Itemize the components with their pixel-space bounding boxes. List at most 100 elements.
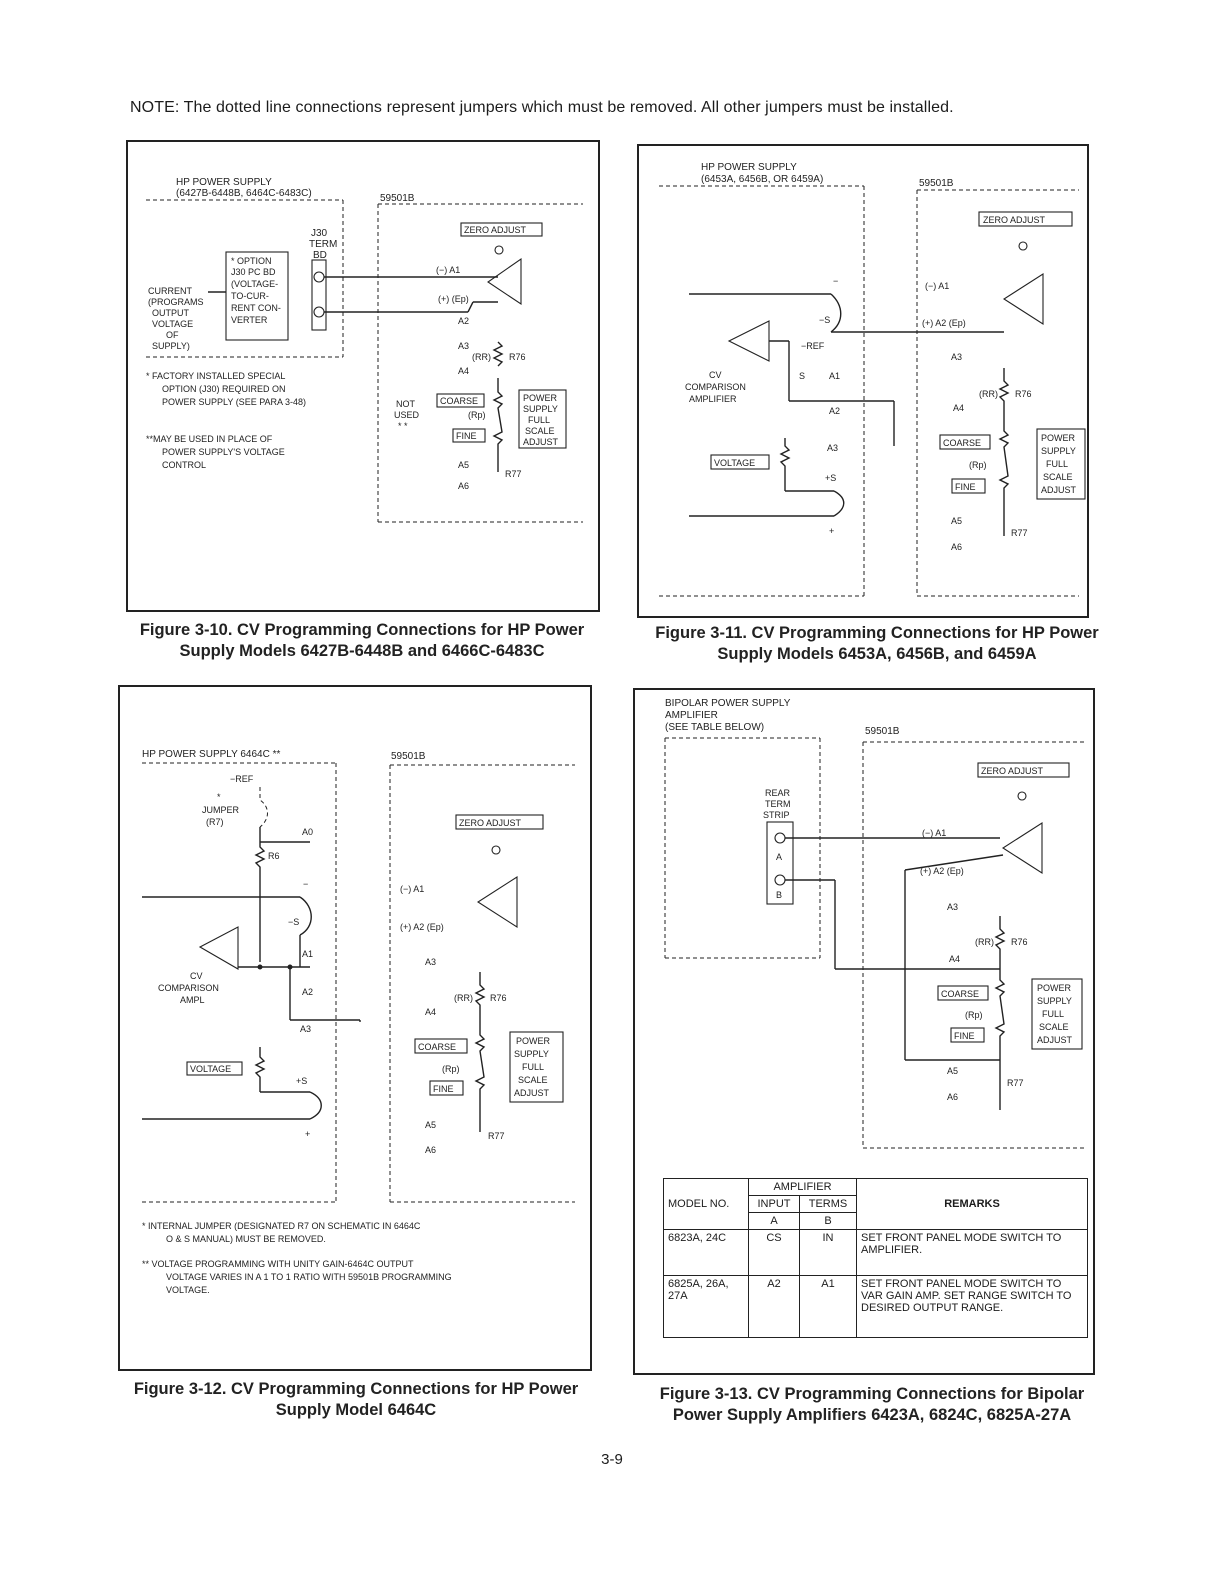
current-line-4: VOLTAGE [152, 319, 193, 329]
jumper-label: JUMPER [202, 805, 240, 815]
table-subheader-row: INPUT TERMS [664, 1195, 1088, 1213]
caption-line-2: Supply Models 6427B-6448B and 6466C-6483… [179, 642, 545, 660]
fine-box [429, 1080, 464, 1096]
r76-resistor [492, 341, 504, 367]
cv-line-1: CV [709, 370, 722, 380]
psfsa-1: POWER [1037, 983, 1072, 993]
row-b: IN [799, 1229, 857, 1276]
a4-label: A4 [458, 366, 469, 376]
coarse-box [414, 1038, 468, 1054]
r77-label: R77 [1007, 1078, 1024, 1088]
zero-adjust-pot [494, 245, 504, 255]
jumper-r7: (R7) [206, 817, 224, 827]
option-line-5: RENT CON- [231, 303, 281, 313]
bipolar-line-2: AMPLIFIER [665, 710, 718, 721]
row-model: 6825A, 26A, 27A [663, 1275, 749, 1338]
a1-label: A1 [302, 949, 313, 959]
fine-label: FINE [456, 431, 477, 441]
option-line-6: VERTER [231, 315, 268, 325]
figure-3-12-panel: HP POWER SUPPLY 6464C ** 59501B −REF * J… [118, 685, 592, 1371]
table-ab-row: A B [664, 1212, 1088, 1230]
cv-comparison-amplifier [198, 926, 239, 970]
bd-label: BD [313, 250, 327, 261]
figure-3-11-schematic: HP POWER SUPPLY (6453A, 6456B, OR 6459A)… [659, 162, 1086, 597]
option-line-1: * OPTION [231, 256, 272, 266]
pa2-label: (+) A2 (Ep) [922, 318, 966, 328]
fig10-footnote1-1: * FACTORY INSTALLED SPECIAL [146, 371, 285, 381]
coarse-label: COARSE [440, 396, 478, 406]
rear-line-3: STRIP [763, 810, 790, 820]
caption-line-2: Power Supply Amplifiers 6423A, 6824C, 68… [672, 1406, 1072, 1424]
psfsa-5: ADJUST [1037, 1035, 1073, 1045]
terminal-b-label: B [776, 890, 782, 900]
r76-resistor [994, 916, 1006, 969]
figure-3-10-panel: HP POWER SUPPLY (6427B-6448B, 6464C-6483… [126, 140, 600, 612]
fine-label: FINE [433, 1084, 454, 1094]
cv-comparison-amplifier [727, 320, 770, 362]
a4-label: A4 [949, 954, 960, 964]
cv-line-2: COMPARISON [685, 382, 746, 392]
zero-adjust-pot [1018, 241, 1028, 251]
a3-terminal: A3 [947, 902, 958, 912]
page-note: NOTE: The dotted line connections repres… [130, 99, 954, 116]
a3-label: A3 [300, 1024, 311, 1034]
psfsa-3: FULL [1046, 459, 1068, 469]
row-model: 6823A, 24C [663, 1229, 749, 1276]
a0-label: A0 [302, 827, 313, 837]
bipolar-line-3: (SEE TABLE BELOW) [665, 722, 764, 733]
caption-line-1: Figure 3-11. CV Programming Connections … [655, 624, 1099, 642]
current-line-2: (PROGRAMS [148, 297, 204, 307]
r76-label: R76 [1011, 937, 1028, 947]
a2-label: A2 [302, 987, 313, 997]
terminal-a-label: A [776, 852, 782, 862]
coarse-label: COARSE [941, 989, 979, 999]
psfsa-4: SCALE [1043, 472, 1073, 482]
fine-label: FINE [954, 1031, 975, 1041]
rr-label: (RR) [472, 352, 491, 362]
a1-label: A1 [829, 371, 840, 381]
psfsa-1: POWER [1041, 433, 1076, 443]
psfsa-4: SCALE [525, 426, 555, 436]
rear-line-2: TERM [765, 799, 791, 809]
r6-label: R6 [268, 851, 280, 861]
psfsa-4: SCALE [518, 1075, 548, 1085]
table-row: 6823A, 24C CS IN SET FRONT PANEL MODE SW… [663, 1229, 1088, 1276]
bipolar-line-1: BIPOLAR POWER SUPPLY [665, 698, 791, 709]
psfsa-1: POWER [523, 393, 558, 403]
row-remarks: SET FRONT PANEL MODE SWITCH TO VAR GAIN … [856, 1275, 1088, 1338]
a6-label: A6 [425, 1145, 436, 1155]
zero-adjust-box [977, 762, 1070, 778]
r77-label: R77 [1011, 528, 1028, 538]
header-a: A [748, 1212, 800, 1230]
pa1-label: (−) A1 [925, 281, 949, 291]
not-used-3: * * [398, 421, 408, 431]
pa1-label: (−) A1 [400, 884, 424, 894]
zero-adjust-pot [491, 845, 501, 855]
caption-line-2: Supply Model 6464C [275, 1401, 437, 1419]
a5-label: A5 [951, 516, 962, 526]
minus-ref-label: −REF [801, 341, 825, 351]
r76-resistor [474, 972, 486, 1025]
model-59501b-label: 59501B [380, 193, 415, 204]
page-number: 3-9 [601, 1451, 623, 1468]
cv-line-2: COMPARISON [158, 983, 219, 993]
zero-adjust-label: ZERO ADJUST [464, 225, 527, 235]
r76-resistor [998, 368, 1010, 421]
terminal-screw-1 [313, 271, 325, 283]
r6-resistor [254, 827, 266, 962]
fig10-footnote2-2: POWER SUPPLY'S VOLTAGE [162, 447, 285, 457]
a4-label: A4 [953, 403, 964, 413]
cv-line-3: AMPL [180, 995, 205, 1005]
r76-label: R76 [509, 352, 526, 362]
psfsa-3: FULL [528, 415, 550, 425]
header-b: B [799, 1212, 857, 1230]
plus-label: + [829, 526, 834, 536]
caption-line-2: Supply Models 6453A, 6456B, and 6459A [717, 645, 1037, 663]
fine-label: FINE [955, 482, 976, 492]
psfsa-2: SUPPLY [1037, 996, 1072, 1006]
row-b: A1 [799, 1275, 857, 1338]
psfsa-2: SUPPLY [523, 404, 558, 414]
a4-label: A4 [425, 1007, 436, 1017]
option-line-3: (VOLTAGE- [231, 279, 278, 289]
rear-line-1: REAR [765, 788, 791, 798]
